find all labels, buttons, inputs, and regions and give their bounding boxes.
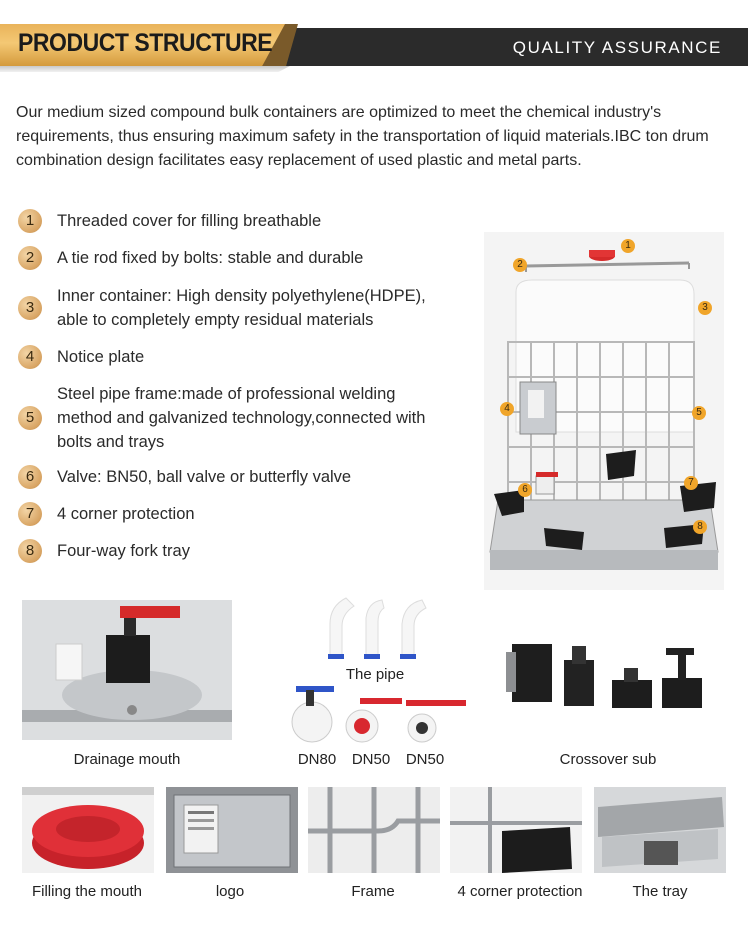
corner-protection-image xyxy=(450,787,582,873)
feature-text: Threaded cover for filling breathable xyxy=(57,212,322,230)
callout-2: 2 xyxy=(513,258,527,272)
drainage-mouth-photo xyxy=(22,600,232,740)
section-subtitle: QUALITY ASSURANCE xyxy=(512,38,722,57)
feature-number-badge: 1 xyxy=(18,209,42,233)
logo-photo xyxy=(166,787,298,873)
feature-text: Notice plate xyxy=(57,348,145,366)
feature-text: 4 corner protection xyxy=(57,505,195,523)
feature-text: bolts and trays xyxy=(57,433,165,451)
caption-drainage-mouth: Drainage mouth xyxy=(73,751,181,768)
filling-mouth-photo xyxy=(22,787,154,873)
caption-tray: The tray xyxy=(632,883,688,900)
ibc-container-illustration: 1 2 3 4 5 6 7 8 xyxy=(484,232,724,590)
caption-logo: logo xyxy=(215,883,245,900)
intro-paragraph: Our medium sized compound bulk container… xyxy=(16,104,709,169)
feature-number-badge: 8 xyxy=(18,539,42,563)
caption-frame: Frame xyxy=(351,883,395,900)
ibc-drawing xyxy=(489,250,719,570)
callout-6: 6 xyxy=(518,483,532,497)
drainage-mouth-image xyxy=(22,600,232,740)
callout-4: 4 xyxy=(500,402,514,416)
feature-text: Valve: BN50, ball valve or butterfly val… xyxy=(57,468,352,486)
feature-text: method and galvanized technology,connect… xyxy=(57,409,426,427)
tray-image xyxy=(594,787,726,873)
tray-photo xyxy=(594,787,726,873)
feature-number-badge: 5 xyxy=(18,406,42,430)
caption-corner-protection: 4 corner protection xyxy=(457,883,583,900)
header-title-background xyxy=(0,24,285,66)
caption-filling-mouth: Filling the mouth xyxy=(31,883,143,900)
caption-dn50: DN50 xyxy=(405,751,445,768)
feature-text: able to completely empty residual materi… xyxy=(57,311,374,329)
frame-image xyxy=(308,787,440,873)
filling-mouth-image xyxy=(22,787,154,873)
feature-text: Steel pipe frame:made of professional we… xyxy=(57,385,396,403)
pipe-photo xyxy=(320,594,440,664)
feature-text: A tie rod fixed by bolts: stable and dur… xyxy=(57,249,364,267)
feature-number-badge: 6 xyxy=(18,465,42,489)
header-underline xyxy=(0,66,290,72)
feature-number-badge: 4 xyxy=(18,345,42,369)
crossover-sub-image xyxy=(506,644,702,708)
callout-3: 3 xyxy=(698,301,712,315)
caption-dn80: DN80 xyxy=(297,751,337,768)
valves-photo xyxy=(288,682,470,746)
feature-text: Four-way fork tray xyxy=(57,542,190,560)
callout-7: 7 xyxy=(684,476,698,490)
valves-image xyxy=(291,686,466,743)
feature-text: Inner container: High density polyethyle… xyxy=(57,287,426,305)
caption-dn50: DN50 xyxy=(351,751,391,768)
callout-8: 8 xyxy=(693,520,707,534)
caption-pipe: The pipe xyxy=(345,666,405,683)
pipe-image xyxy=(328,597,427,659)
callout-5: 5 xyxy=(692,406,706,420)
caption-crossover-sub: Crossover sub xyxy=(559,751,657,768)
feature-number-badge: 3 xyxy=(18,296,42,320)
callout-1: 1 xyxy=(621,239,635,253)
page-title: PRODUCT STRUCTURE xyxy=(18,29,273,57)
crossover-sub-photo xyxy=(502,630,712,722)
frame-photo xyxy=(308,787,440,873)
corner-protection-photo xyxy=(450,787,582,873)
feature-number-badge: 2 xyxy=(18,246,42,270)
logo-image xyxy=(166,787,298,873)
feature-number-badge: 7 xyxy=(18,502,42,526)
